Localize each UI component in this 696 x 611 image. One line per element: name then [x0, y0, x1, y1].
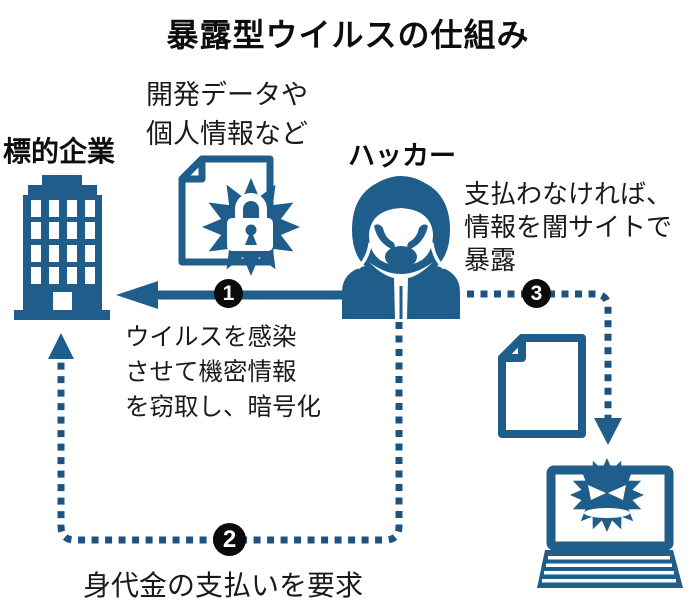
diagram-title: 暴露型ウイルスの仕組み [166, 17, 530, 53]
building-icon [14, 175, 110, 320]
step1-caption-line2: させて機密情報 [125, 359, 297, 386]
stolen-data-caption-line1: 開発データや [146, 80, 308, 110]
stolen-data-caption-line2: 個人情報など [146, 119, 308, 149]
building-door [53, 292, 72, 310]
step1-caption-line3: を窃取し、暗号化 [125, 394, 321, 421]
step3-badge: 3 [522, 279, 551, 308]
step1-caption: ウイルスを感染 させて機密情報 を窃取し、暗号化 [125, 320, 321, 425]
step3-caption-line3: 暴露 [464, 245, 517, 275]
dotted-corner-arrow-down [467, 290, 622, 445]
arrowhead-down [594, 418, 622, 445]
locked-document-icon [178, 155, 300, 276]
stolen-data-caption: 開発データや 個人情報など [146, 76, 308, 154]
target-company-label: 標的企業 [3, 136, 116, 167]
virus-face [584, 485, 630, 518]
building-windows [31, 200, 95, 310]
hood-drape-lines [357, 242, 445, 269]
leaked-document-icon [498, 334, 586, 438]
step1-badge: 1 [214, 279, 243, 308]
left-arrow [116, 281, 346, 309]
hacker-label: ハッカー [348, 141, 456, 171]
face-shadow [374, 224, 428, 268]
step2-badge: 2 [213, 523, 246, 556]
arrowhead-left [116, 281, 158, 309]
step3-caption-line2: 情報を闇サイトで [464, 212, 673, 242]
virus-burst [570, 458, 644, 532]
arrowhead-up [48, 333, 74, 359]
hacker-icon [342, 176, 460, 319]
infected-laptop-icon [537, 458, 683, 588]
face-opening [369, 208, 433, 266]
step1-caption-line1: ウイルスを感染 [125, 324, 297, 351]
step3-caption: 支払わなければ、 情報を闇サイトで 暴露 [464, 178, 672, 277]
step3-caption-line1: 支払わなければ、 [464, 179, 673, 209]
lock-icon [227, 193, 273, 251]
step2-caption: 身代金の支払いを要求 [83, 570, 364, 601]
keyboard-lines [542, 556, 676, 583]
